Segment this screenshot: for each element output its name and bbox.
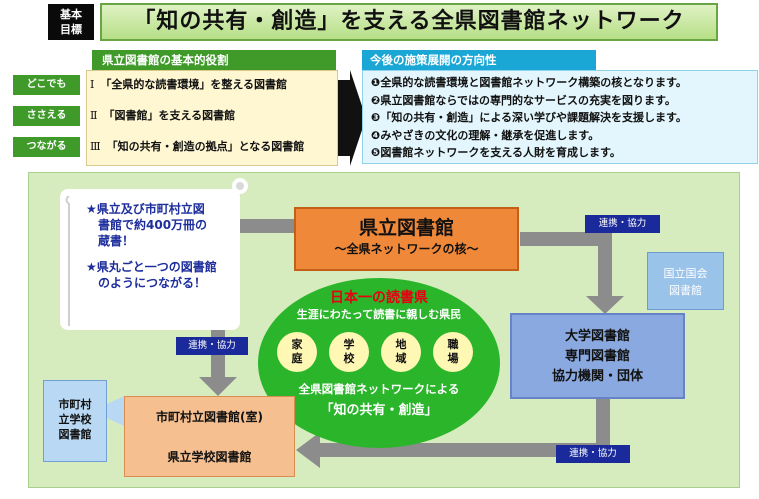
national-library-line1: 国立国会 [663,267,708,280]
national-diet-library-box: 国立国会 図書館 [647,252,724,310]
circle-family-line1: 家 [291,338,303,351]
circle-community: 地 域 [381,332,421,372]
note-line-4 [86,249,234,259]
oval-network-label: 全県図書館ネットワークによる [298,382,460,396]
prefectural-library-box: 県立図書館 ～全県ネットワークの核～ [294,207,519,271]
note-line-3: 蔵書！ [98,234,135,248]
cooperation-label-bottom: 連携・協力 [556,445,630,463]
directions-heading: 今後の施策展開の方向性 [362,50,596,70]
circle-community-line1: 地 [395,338,407,351]
directions-box: ❶全県的な読書環境と図書館ネットワーク構築の核となります。 ❷県立図書館ならでは… [362,70,758,164]
role-num-1: Ⅰ [90,78,95,91]
note-line-6: のようにつながる！ [98,276,207,290]
note-line-1: ★県立及び市町村立図 [86,202,205,216]
municipal-school-library-box: 市町村 立学校 図書館 [43,380,107,462]
school-connector [107,396,124,426]
university-library-line2: 専門図書館 [564,349,630,364]
prefectural-school-library-label: 県立学校図書館 [167,450,252,464]
school-side-line2: 立学校 [58,413,92,426]
role-tag-1: どこでも [13,75,80,95]
municipal-library-box: 市町村立図書館(室) 県立学校図書館 [124,396,295,477]
role-num-2: Ⅱ [90,109,98,122]
arrow-university-to-city [296,399,610,468]
basic-goal-line2: 目標 [60,23,82,36]
school-side-line1: 市町村 [58,398,92,411]
circle-workplace-line2: 場 [447,352,459,365]
university-library-line1: 大学図書館 [564,329,630,344]
page-title: 「知の共有・創造」を支える全県図書館ネットワーク [100,3,718,41]
direction-item-5: ❺図書館ネットワークを支える人財を育成します。 [371,146,621,159]
roles-heading: 県立図書館の基本的役割 [92,50,336,70]
arrow-pref-to-university [520,232,624,314]
direction-item-3: ❸「知の共有・創造」による深い学びや課題解決を支援します。 [371,111,687,124]
circle-community-line2: 域 [395,352,407,365]
municipal-library-title: 市町村立図書館(室) [156,410,263,424]
basic-goal-label: 基本 目標 [48,4,94,40]
role-text-1: 「全県的な読書環境」を整える図書館 [100,78,288,91]
circle-family-line2: 庭 [291,352,303,365]
circle-school-line1: 学 [343,338,355,351]
right-arrow-icon [338,70,366,166]
role-num-3: Ⅲ [90,140,101,153]
circle-school-line2: 校 [343,352,355,365]
oval-title: 日本一の読書県 [330,290,428,306]
role-tag-3: つながる [13,137,80,157]
circle-family: 家 庭 [277,332,317,372]
oval-subtitle: 生涯にわたって読書に親しむ県民 [296,308,462,321]
role-item-1: Ⅰ 「全県的な読書環境」を整える図書館 [90,75,338,95]
circle-workplace-line1: 職 [447,338,459,351]
prefectural-library-title: 県立図書館 [358,217,454,239]
direction-item-2: ❷県立図書館ならではの専門的なサービスの充実を図ります。 [371,93,676,107]
oval-knowledge-label: 「知の共有・創造」 [320,403,438,418]
university-library-line3: 協力機関・団体 [551,369,643,384]
role-tag-2: ささえる [13,106,80,126]
university-library-box: 大学図書館 専門図書館 協力機関・団体 [510,313,685,399]
scroll-note: ★県立及び市町村立図 書館で約400万冊の 蔵書！ ★県丸ごと一つの図書館 のよ… [60,189,240,330]
circle-school: 学 校 [329,332,369,372]
prefectural-library-subtitle: ～全県ネットワークの核～ [334,242,479,256]
scroll-curl-inner [236,182,244,190]
direction-item-1: ❶全県的な読書環境と図書館ネットワーク構築の核となります。 [371,76,687,89]
role-item-3: Ⅲ 「知の共有・創造の拠点」となる図書館 [90,137,338,157]
cooperation-label-right: 連携・協力 [585,215,660,233]
basic-goal-line1: 基本 [60,8,82,21]
roles-box [86,70,338,166]
role-item-2: Ⅱ 「図書館」を支える図書館 [90,106,338,126]
scroll-edge-icon [65,196,70,326]
direction-item-4: ❹みやざきの文化の理解・継承を促進します。 [371,128,600,142]
national-library-line2: 図書館 [669,284,702,297]
circle-workplace: 職 場 [433,332,473,372]
role-text-3: 「知の共有・創造の拠点」となる図書館 [106,140,305,153]
note-line-2: 書館で約400万冊の [98,218,208,232]
role-text-2: 「図書館」を支える図書館 [103,109,236,122]
note-line-5: ★県丸ごと一つの図書館 [86,260,217,274]
school-side-line3: 図書館 [58,428,92,441]
cooperation-label-left: 連携・協力 [176,337,248,355]
